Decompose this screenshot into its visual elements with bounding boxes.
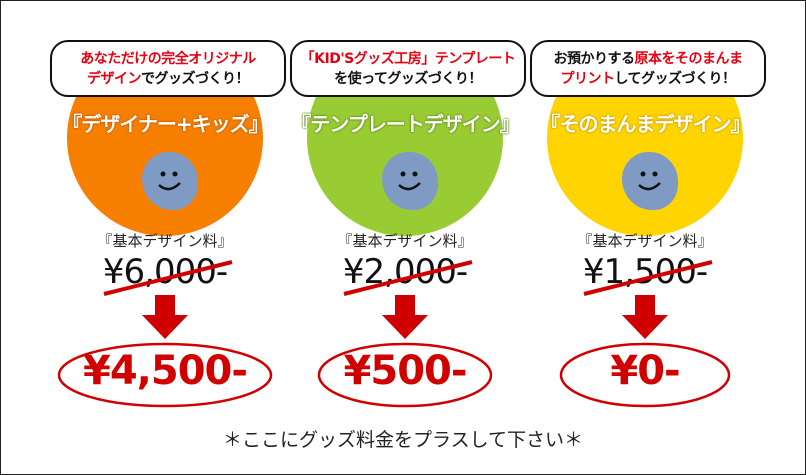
strike-line [103,260,233,296]
speech-bubble: 「KID'Sグッズ工房」テンプレートを使ってグッズづくり！ [290,40,526,97]
old-price: ¥1,500- [582,252,708,292]
plan-title: 『そのまんまデザイン』 [540,112,751,136]
new-price: ¥0- [610,348,680,394]
bubble-text: してグッズづくり！ [614,71,736,87]
plan-title: 『テンプレートデザイン』 [291,112,519,136]
base-fee-label: 『基本デザイン料』 [337,232,473,250]
bubble-text: あなただけの完全オリジナル [80,51,256,67]
old-price: ¥2,000- [342,252,468,292]
circle-mark [559,342,731,408]
smiley-face-icon [142,152,198,210]
speech-bubble: お預かりする原本をそのまんまプリントしてグッズづくり！ [530,40,766,97]
footer-note: ＊ここにグッズ料金をプラスして下さい＊ [222,429,584,451]
bubble-text: 「KID'Sグッズ工房」テンプレート [300,51,516,67]
circle-mark [317,342,493,408]
bubble-text: 原本をそのまんま [634,51,744,67]
bubble-text: お預かりする [553,51,636,67]
bubble-text: を使ってグッズづくり！ [334,71,482,87]
circle-mark [57,342,273,408]
plan-title: 『デザイナー+キッズ』 [62,112,268,136]
smiley-face-icon [382,152,438,210]
plan-template-design: 「KID'Sグッズ工房」テンプレートを使ってグッズづくり！ 『テンプレートデザイ… [285,0,526,475]
bubble-text: でグッズづくり！ [141,71,250,87]
bubble-text: デザイン [87,71,142,87]
down-arrow-icon [382,295,428,339]
plan-designer-kids: あなただけの完全オリジナルデザインでグッズづくり！ 『デザイナー+キッズ』 『基… [45,0,286,475]
strike-line [343,260,473,296]
new-price: ¥500- [343,348,468,394]
bubble-text: プリント [560,71,615,87]
plan-as-is-design: お預かりする原本をそのまんまプリントしてグッズづくり！ 『そのまんまデザイン』 … [525,0,766,475]
down-arrow-icon [622,295,668,339]
base-fee-label: 『基本デザイン料』 [97,232,233,250]
new-price: ¥4,500- [83,348,248,394]
base-fee-label: 『基本デザイン料』 [577,232,713,250]
speech-bubble: あなただけの完全オリジナルデザインでグッズづくり！ [50,40,286,97]
down-arrow-icon [142,295,188,339]
smiley-face-icon [622,152,678,210]
old-price: ¥6,000- [102,252,228,292]
strike-line [583,260,713,296]
